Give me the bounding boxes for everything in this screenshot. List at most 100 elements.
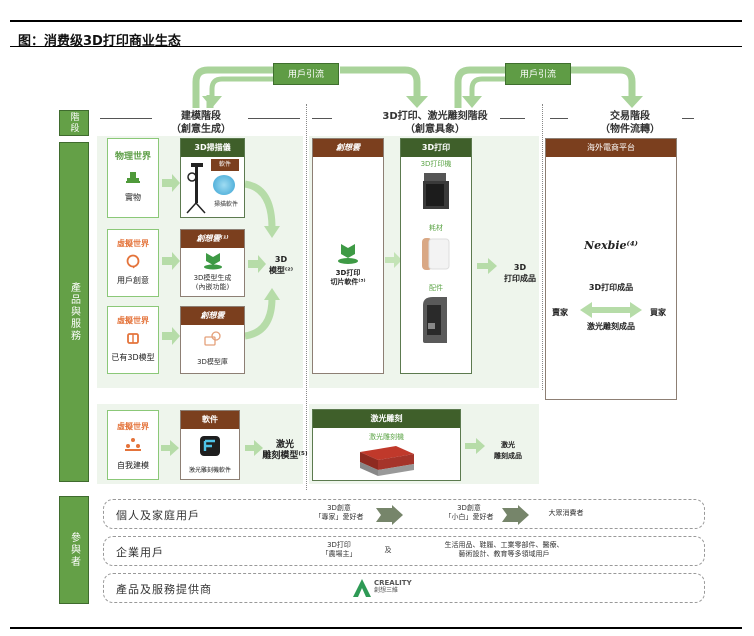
hardware-item-accessories: 配件 [429, 284, 443, 292]
flow-arrowhead [406, 96, 428, 108]
stage-modeling: 建模階段 （創意生成） [160, 110, 242, 136]
enterprise-domains: 生活用品、鞋履、工業零部件、醫療、 藝術設計、教育等多領域用戶 [424, 541, 584, 559]
source-virtual-world-model: 虛擬世界 已有3D模型 [107, 306, 159, 374]
user-flow-arrows [192, 66, 643, 108]
hardware-item-printer: 3D打印機 [420, 160, 452, 168]
output-line2: 模型⁽²⁾ [268, 266, 294, 275]
stage-trading: 交易階段 （物件流轉） [590, 110, 670, 136]
scan-software-icon [213, 175, 235, 195]
tool-creality-cloud-library: 創想雲 3D模型庫 [180, 306, 245, 374]
output-line1: 3D [513, 263, 527, 272]
stage-printing: 3D打印、激光雕刻階段 （創意具象） [370, 110, 500, 136]
creality-cloud-icon [203, 253, 222, 270]
progress-arrow-icon [502, 505, 529, 525]
top-rule [10, 20, 742, 22]
modeling-arrows [162, 174, 280, 345]
self-modeling-icon [125, 438, 141, 451]
stage-separator [306, 104, 307, 490]
arrow-right [162, 252, 180, 270]
arrow-right [162, 327, 180, 345]
engraver-header: 激光雕刻 [313, 410, 460, 428]
brand-name: CREALITY [374, 579, 412, 587]
arrow-right [162, 174, 180, 192]
tool-header: 創想雲⁽¹⁾ [181, 230, 244, 248]
stage-trading-sub: （物件流轉） [600, 124, 660, 135]
laser-model-output: 激光 雕刻模型⁽⁵⁾ [262, 440, 308, 462]
output-line2: 打印成品 [504, 274, 536, 283]
tool-header: 3D掃描儀 [181, 139, 244, 157]
participant-name: 個人及家庭用戶 [116, 509, 200, 522]
step-final: 大眾消費者 [548, 509, 584, 517]
arrow-right [248, 255, 266, 273]
source-world-label: 虛擬世界 [117, 316, 149, 325]
participant-name: 企業用戶 [116, 546, 164, 559]
participant-step: 3D創意 「專家」愛好者 [304, 504, 374, 522]
model-library-icon [203, 331, 221, 346]
slicer-header: 創想雲 [313, 139, 383, 157]
stage-modeling-name: 建模階段 [181, 111, 221, 122]
arrow-right [385, 252, 402, 268]
arrow-right [245, 440, 263, 456]
participant-row-enterprise: 企業用戶 3D打印 「農場主」 及 生活用品、鞋履、工業零部件、醫療、 藝術設計… [103, 536, 705, 566]
source-label: 實物 [125, 193, 141, 202]
stage-divider-line [312, 118, 332, 119]
tool-3d-scanner: 3D掃描儀 軟件 掃描軟件 [180, 138, 245, 218]
step-line2: 「小白」愛好者 [444, 513, 494, 521]
engraver-sub: 激光雕刻機 [369, 433, 404, 441]
trading-bottom-label: 激光雕刻成品 [587, 322, 635, 331]
source-label: 已有3D模型 [111, 353, 155, 362]
side-label-stage: 階段 [59, 110, 89, 136]
side-label-products: 產品與服務 [59, 142, 89, 482]
object-icon [126, 172, 140, 183]
enterprise-left-line2: 「農場主」 [321, 550, 357, 558]
enterprise-right-line1: 生活用品、鞋履、工業零部件、醫療、 [444, 541, 564, 549]
source-world-label: 虛擬世界 [117, 422, 149, 431]
brand-name-cn: 創想三維 [374, 587, 399, 594]
arrowhead [264, 288, 280, 300]
laser-source-box: 虛擬世界 自我建模 [107, 410, 159, 480]
laser-software-icon [200, 436, 220, 456]
stage-trading-name: 交易階段 [610, 111, 650, 122]
laser-engraver-box: 激光雕刻 激光雕刻機 [312, 409, 461, 481]
step-line2: 「專家」愛好者 [314, 513, 364, 521]
stage-separator [542, 104, 543, 390]
double-arrow-icon [580, 302, 642, 318]
stage-printing-sub: （創意具象） [405, 124, 465, 135]
laser-software-caption: 激光雕刻機軟件 [188, 467, 231, 474]
stage-divider-line [100, 118, 152, 119]
laser-engraver-icon [359, 446, 414, 476]
stage-printing-name: 3D打印、激光雕刻階段 [382, 111, 488, 122]
user-flow-tag-2: 用戶引流 [505, 63, 571, 85]
participant-row-individuals: 個人及家庭用戶 3D創意 「專家」愛好者 3D創意 「小白」愛好者 大眾消費者 [103, 499, 705, 529]
software-badge: 軟件 [211, 159, 239, 171]
curve-arrow-up [244, 297, 276, 340]
figure-title: 图：消费级3D打印商业生态 [18, 34, 181, 49]
source-label: 用戶創意 [117, 276, 149, 285]
stage-divider-line [500, 118, 525, 119]
title-rule [10, 46, 742, 47]
arrow-right [465, 438, 485, 454]
tool-caption: 掃描軟件 [213, 201, 238, 208]
cube-icon [127, 333, 139, 344]
enterprise-conj: 及 [384, 546, 392, 554]
participant-row-providers: 產品及服務提供商 CREALITY 創想三維 [103, 573, 705, 603]
buyer-label: 買家 [650, 308, 666, 317]
enterprise-right-line2: 藝術設計、教育等多領域用戶 [458, 550, 550, 558]
arrowhead [264, 226, 280, 238]
output-line2: 雕刻成品 [494, 452, 522, 460]
tool-caption-line2: (內嵌功能) [195, 283, 230, 291]
enterprise-farm-owner: 3D打印 「農場主」 [304, 541, 374, 559]
laser-software-header: 軟件 [181, 411, 239, 429]
stage-modeling-sub: （創意生成） [171, 124, 231, 135]
output-line1: 激光 [501, 441, 515, 449]
stage-divider-line [248, 118, 300, 119]
printing-hardware-box: 3D打印 3D打印機 耗材 配件 [400, 138, 472, 374]
curve-arrow-down [244, 180, 276, 229]
tool-creality-cloud-generation: 創想雲⁽¹⁾ 3D模型生成 (內嵌功能) [180, 229, 245, 297]
laser-output: 激光 雕刻成品 [490, 440, 526, 462]
user-flow-tag-1: 用戶引流 [273, 63, 339, 85]
participant-name: 產品及服務提供商 [116, 583, 212, 596]
flow-arrowhead [621, 96, 643, 108]
modeling-output: 3D 模型⁽²⁾ [266, 254, 296, 276]
arrow-right [161, 440, 179, 456]
